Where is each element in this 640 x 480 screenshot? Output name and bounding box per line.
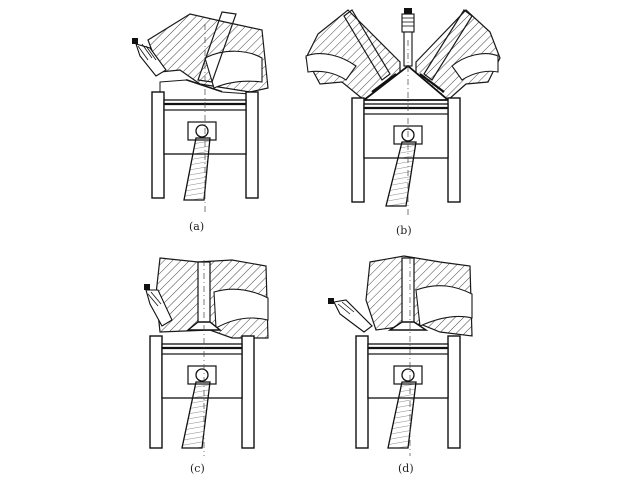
figure-c-piston-pin: [195, 368, 209, 382]
figure-b-port-left: [305, 53, 357, 81]
figure-c-cylinder-wall-left: [149, 335, 163, 449]
figure-b-cylinder-wall-right: [447, 97, 461, 203]
figure-a-wedge-chamber: (a): [132, 11, 269, 233]
figure-d-caption: (d): [398, 462, 414, 475]
figure-a-spark-plug: [132, 38, 167, 77]
figure-a-valve-stem: [197, 11, 237, 83]
figure-d-hemispherical-offset-chamber: (d): [328, 255, 473, 475]
figure-d-cylinder-wall-right: [447, 335, 461, 449]
figure-d-piston-pin: [401, 368, 415, 382]
figure-c-connecting-rod: [181, 381, 211, 449]
figure-b-valve-right: [423, 9, 473, 81]
figure-a-caption: (a): [189, 220, 204, 233]
figure-c-port: [213, 288, 269, 329]
figure-b-caption: (b): [396, 224, 412, 237]
figure-c-caption: (c): [190, 462, 205, 475]
figure-d-valve-stem: [401, 257, 415, 325]
figure-c-bathtub-chamber: (c): [144, 257, 269, 475]
figure-d-spark-plug: [328, 298, 373, 333]
figure-d-port: [415, 285, 473, 327]
figure-b-cylinder-wall-left: [351, 97, 365, 203]
figure-b-valve-left: [343, 9, 391, 81]
figure-b-hemispherical-chamber: (b): [305, 8, 501, 237]
figure-b-port-right: [451, 53, 499, 81]
figure-d-cylinder-wall-left: [355, 335, 369, 449]
figure-a-cylinder-wall-right: [245, 91, 259, 199]
figure-b-combustion-space: [361, 64, 451, 101]
figure-b-connecting-rod: [385, 141, 417, 207]
figure-a-piston-pin: [195, 124, 209, 138]
figure-c-spark-plug: [144, 284, 173, 327]
figure-d-valve-head: [387, 321, 429, 331]
figure-d-connecting-rod: [387, 381, 417, 449]
figure-a-cylinder-wall-left: [151, 91, 165, 199]
figure-c-cylinder-wall-right: [241, 335, 255, 449]
